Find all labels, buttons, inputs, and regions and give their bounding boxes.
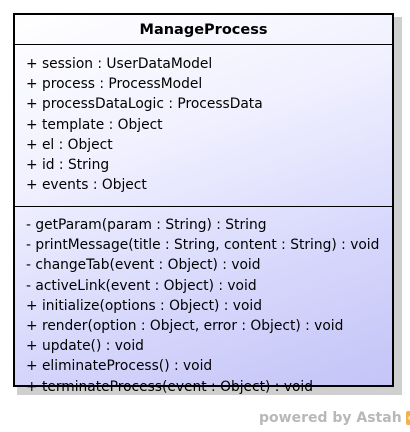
attributes-compartment: + session : UserDataModel + process : Pr…: [15, 45, 392, 207]
astah-watermark: powered by Astah: [259, 406, 410, 430]
uml-class-box[interactable]: ManageProcess + session : UserDataModel …: [13, 13, 394, 395]
operation-eliminate-process: + eliminateProcess() : void: [26, 358, 213, 375]
attribute-process-data-logic: + processDataLogic : ProcessData: [26, 96, 263, 113]
attribute-id: + id : String: [26, 157, 110, 174]
operation-change-tab: - changeTab(event : Object) : void: [26, 257, 261, 274]
attribute-events: + events : Object: [26, 177, 147, 194]
astah-logo-icon: [405, 411, 410, 425]
operation-print-message: - printMessage(title : String, content :…: [26, 237, 380, 254]
attribute-session: + session : UserDataModel: [26, 56, 213, 72]
attribute-process: + process : ProcessModel: [26, 76, 203, 93]
attribute-template: + template : Object: [26, 116, 163, 133]
watermark-text: powered by Astah: [259, 410, 402, 426]
operation-update: + update() : void: [26, 338, 144, 355]
operation-get-param: - getParam(param : String) : String: [26, 217, 267, 233]
operation-initialize: + initialize(options : Object) : void: [26, 297, 263, 314]
attribute-el: + el : Object: [26, 136, 113, 153]
operation-render: + render(option : Object, error : Object…: [26, 318, 344, 335]
class-name-compartment: ManageProcess: [15, 15, 392, 45]
operation-terminate-process: + terminateProcess(event : Object) : voi…: [26, 378, 314, 395]
operation-active-link: - activeLink(event : Object) : void: [26, 277, 257, 294]
class-name: ManageProcess: [139, 21, 268, 38]
operations-compartment: - getParam(param : String) : String - pr…: [15, 207, 392, 397]
